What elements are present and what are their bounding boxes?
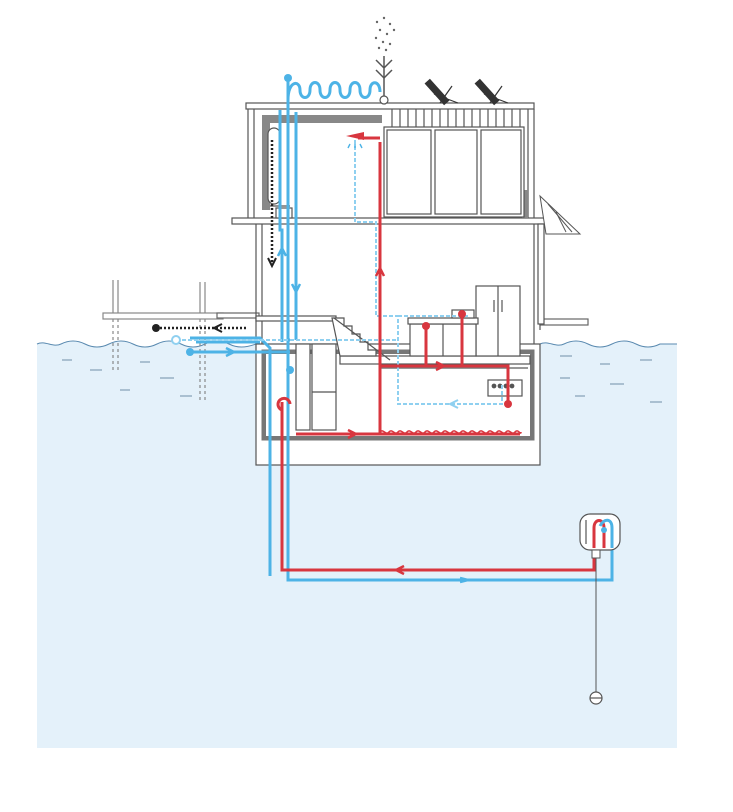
window-awning: [539, 194, 582, 235]
waste-outlet-node: [152, 324, 160, 332]
hot-water-up-arrow: [374, 265, 386, 277]
cold-water-return-arrow: [459, 576, 469, 584]
cold-water-inlet-arrow: [225, 346, 237, 358]
cold-water-down-arrow: [290, 283, 302, 295]
basement-storage: [295, 343, 337, 431]
kitchen-cabinets: [407, 317, 479, 357]
waste-pipe: [156, 140, 274, 330]
upper-floor-structure: [245, 102, 535, 218]
hot-water-coil-floor: [379, 430, 522, 434]
hot-water-node-sink: [422, 322, 430, 330]
hot-water-pipes: [280, 136, 596, 572]
water-surface-line-right: [539, 340, 677, 348]
refrigerator-icon: [475, 285, 521, 357]
dock: [102, 280, 224, 400]
hot-water-kitchen-arrow: [435, 360, 447, 372]
rain-collector-icon: [374, 16, 396, 105]
anchor-weight-icon: [589, 558, 603, 705]
cold-water-roof-coil: [286, 78, 382, 101]
greywater-pipes: [176, 140, 503, 405]
waste-arrow: [211, 323, 223, 333]
hot-water-node-basement: [504, 400, 512, 408]
hot-water-return-arrow: [393, 564, 405, 576]
greywater-arrow: [447, 399, 459, 409]
shower-head-icon: [346, 132, 364, 149]
solar-panel-icon: [424, 78, 509, 106]
hot-water-floor-arrow: [347, 428, 359, 440]
hot-water-node-left: [276, 396, 292, 412]
hot-water-node-stove: [458, 310, 466, 318]
heat-exchanger-icon: [579, 513, 621, 559]
greywater-node: [171, 335, 181, 345]
cold-water-coil-node: [284, 74, 292, 82]
cold-water-up-arrow: [276, 245, 288, 257]
waste-down-arrow: [267, 257, 277, 269]
water-ripples: [62, 355, 662, 403]
cold-water-basement-node: [286, 366, 294, 374]
upper-windows: [383, 126, 525, 218]
water-body: [37, 341, 677, 748]
cold-water-intake-node: [186, 348, 194, 356]
